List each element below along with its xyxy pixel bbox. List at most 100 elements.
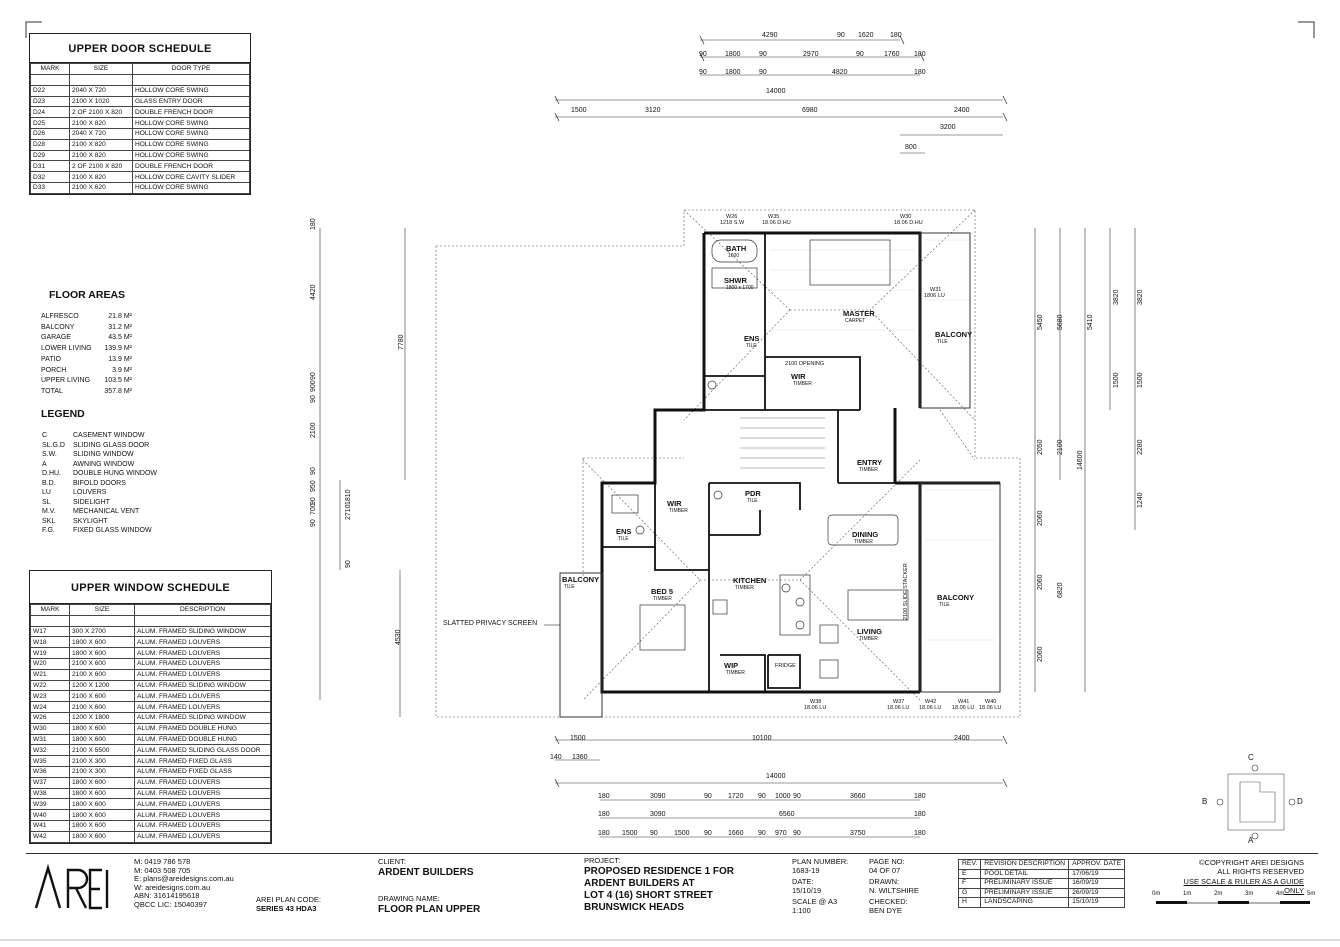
date-label: DATE: <box>792 877 814 887</box>
rev-code: H <box>957 897 982 908</box>
room-wip-label: WIP <box>724 661 739 670</box>
dimension-text: 2100 <box>1057 439 1064 455</box>
dimension-text: 1360 <box>572 754 588 761</box>
drawing-label: DRAWING NAME: <box>378 894 440 903</box>
dimension-text: 2060 <box>1037 510 1044 526</box>
rev-description: PRELIMINARY ISSUE <box>980 887 1070 898</box>
dimension-text: 6560 <box>779 811 795 818</box>
door-schedule-spacer <box>30 73 250 86</box>
legend-meaning: CASEMENT WINDOW <box>73 432 145 439</box>
area-name: ALFRESCO <box>41 313 79 320</box>
contact-mobile-2: M: 0403 508 705 <box>134 865 191 875</box>
area-value: 31.2 m² <box>108 323 132 331</box>
dimension-text: 7780 <box>398 334 405 350</box>
dimension-text: 1800 <box>725 51 741 58</box>
dimension-text: 1500 <box>1113 372 1120 388</box>
legend-meaning: SLIDING GLASS DOOR <box>73 441 150 449</box>
contact-email: E: plans@areidesigns.com.au <box>134 874 234 884</box>
scale-bar-tick: 3m <box>1245 891 1254 897</box>
legend-title: LEGEND <box>41 408 85 420</box>
room-balcony-main-label: BALCONY <box>937 593 975 602</box>
dimension-text: 1500 <box>674 830 690 837</box>
dimension-text: 90 <box>856 51 864 58</box>
compass-a: A <box>1248 836 1254 845</box>
plan-number-label: PLAN NUMBER: <box>792 857 849 866</box>
dimension-text: 900 <box>310 380 317 392</box>
dimension-text: 4530 <box>395 629 402 645</box>
dimension-text: 1500 <box>1137 372 1144 388</box>
legend-code: C <box>42 432 48 439</box>
rev-code: F <box>957 878 982 889</box>
page-label: PAGE NO: <box>869 857 905 866</box>
legend-meaning: FIXED GLASS WINDOW <box>73 527 152 534</box>
area-name: LOWER LIVING <box>41 345 92 353</box>
room-balcony-right-label: BALCONY <box>935 330 973 339</box>
dimension-text: 1660 <box>728 830 744 837</box>
dimension-text: 2400 <box>954 107 970 114</box>
rev-col-date: APPROV. DATE <box>1068 859 1126 870</box>
project-line-3: LOT 4 (16) SHORT STREET <box>584 889 713 901</box>
dimension-text: 90 <box>310 395 317 403</box>
date-value: 15/10/19 <box>792 885 822 895</box>
dimension-text: 1810 <box>345 489 352 505</box>
door-schedule: UPPER DOOR SCHEDULE MARK SIZE DOOR TYPE … <box>29 33 251 195</box>
dimension-text: 1500 <box>622 830 638 837</box>
room-wir2-finish: TIMBER <box>669 508 688 514</box>
legend-code: SL <box>42 498 51 506</box>
door-type: HOLLOW CORE SWING <box>132 127 250 140</box>
legend-meaning: MECHANICAL VENT <box>73 508 140 515</box>
window-tag-mark: W35 <box>768 214 780 220</box>
dimension-text: 2710 <box>345 504 352 520</box>
checked-value: BEN DYE <box>869 905 902 915</box>
dimension-text: 2050 <box>1037 439 1044 455</box>
plan-code-value: SERIES 43 HDA3 <box>256 903 317 913</box>
page-meta-block: PAGE NO: 04 OF 07 DRAWN: N. WILTSHIRE CH… <box>869 857 919 916</box>
privacy-screen-label: SLATTED PRIVACY SCREEN <box>443 620 538 627</box>
dimension-text: 90 <box>310 519 317 527</box>
dimension-text: 2100 <box>310 422 317 438</box>
contact-mobile-1: M: 0419 786 578 <box>134 857 191 866</box>
title-block-divider <box>26 853 1318 854</box>
client-label: CLIENT: <box>378 857 406 866</box>
room-wir-label: WIR <box>791 372 806 381</box>
room-wir2-label: WIR <box>667 499 682 508</box>
dimension-text: 5450 <box>1037 314 1044 330</box>
room-ens2-finish: TILE <box>618 536 629 542</box>
legend-meaning: SKYLIGHT <box>73 517 108 525</box>
dimension-text: 1500 <box>570 735 586 742</box>
dimension-text: 90 <box>699 51 707 58</box>
legend-meaning: AWNING WINDOW <box>73 460 135 468</box>
legend-code: M.V. <box>42 508 56 515</box>
compass-c: C <box>1248 753 1254 762</box>
area-value: 21.8 m² <box>108 313 132 320</box>
door-type: HOLLOW CORE CAVITY SLIDER <box>132 171 250 183</box>
rev-description: LANDSCAPING <box>980 897 1070 908</box>
room-ens-label: ENS <box>744 334 760 343</box>
dimension-text: 180 <box>914 811 926 818</box>
scale-bar-tick: 4m <box>1276 891 1285 897</box>
dimension-text: 3820 <box>1137 289 1144 305</box>
opening-label: 2100 OPENING <box>785 361 825 367</box>
dimension-text: 5410 <box>1087 314 1094 330</box>
room-balcony-right-finish: TILE <box>937 339 948 345</box>
area-value: 139.9 m² <box>104 345 132 353</box>
project-block: PROJECT: PROPOSED RESIDENCE 1 FOR ARDENT… <box>584 856 734 914</box>
revision-header: REV. REVISION DESCRIPTION APPROV. DATE <box>957 859 1126 870</box>
rev-date: 15/10/19 <box>1068 897 1126 908</box>
dimension-text: 2400 <box>954 735 970 742</box>
dimension-text: 90 <box>345 560 352 568</box>
dimension-text: 4820 <box>832 69 848 76</box>
dimension-text: 14000 <box>766 88 786 95</box>
room-dining-finish: TIMBER <box>854 539 873 545</box>
legend-meaning: SLIDING WINDOW <box>73 451 134 458</box>
dimension-text: 90 <box>310 467 317 475</box>
legend-code: A <box>42 460 47 468</box>
window-schedule-title: UPPER WINDOW SCHEDULE <box>30 571 271 604</box>
contact-abn: ABN: 31614195618 <box>134 891 200 901</box>
legend-code: S.W. <box>42 451 57 458</box>
door-schedule-title: UPPER DOOR SCHEDULE <box>30 34 250 63</box>
